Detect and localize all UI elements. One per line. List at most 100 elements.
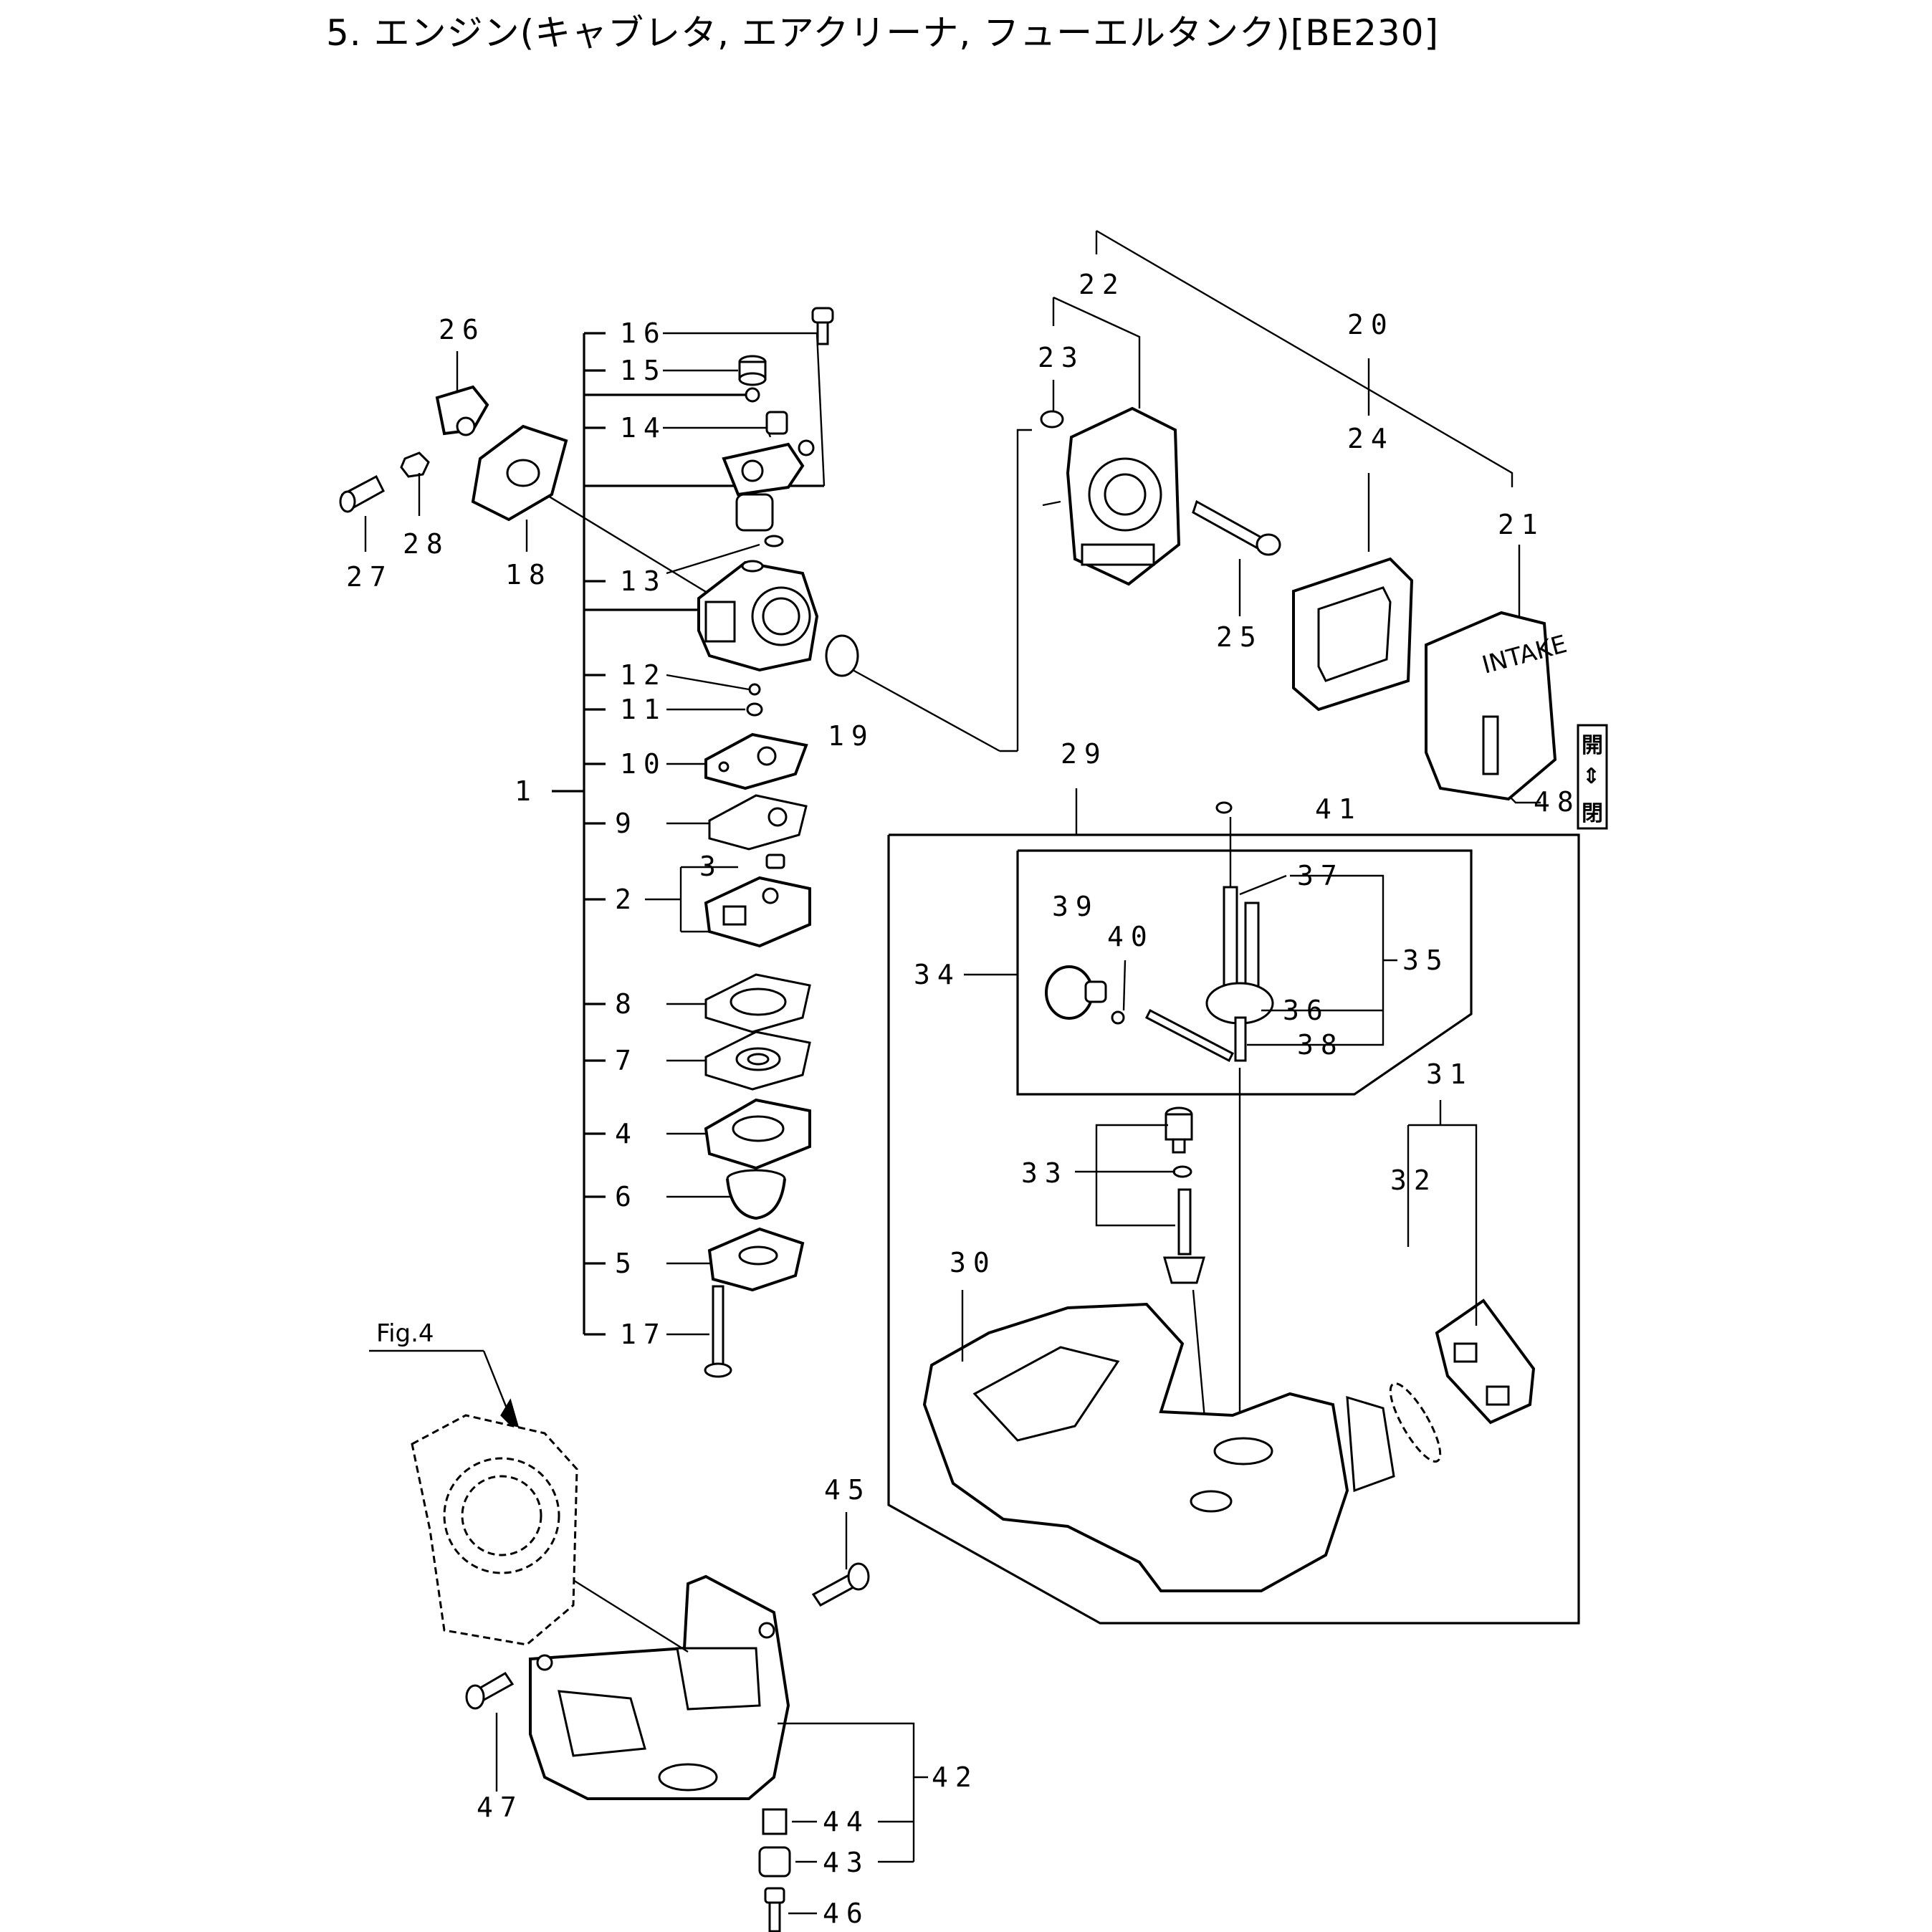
primer-bulb-6-icon	[726, 1169, 786, 1220]
callout-44: 44	[823, 1806, 870, 1837]
fig4-reference	[369, 1349, 521, 1435]
insulator-18-icon	[471, 424, 568, 522]
callout-16: 16	[620, 317, 667, 349]
callout-7: 7	[615, 1045, 639, 1076]
stamp-close: 閉	[1582, 801, 1603, 826]
page-title: 5. エンジン(キャブレタ, エアクリーナ, フューエルタンク)[BE230]	[326, 12, 1440, 54]
fuel-tank-30-icon	[922, 1302, 1395, 1592]
callout-25: 25	[1216, 621, 1263, 653]
callout-45: 45	[824, 1474, 871, 1506]
fuel-tank-frames	[887, 788, 1580, 1625]
mounting-bracket-42-icon	[529, 1574, 790, 1800]
pump-body-2-icon	[704, 853, 811, 948]
bolt-45-icon	[811, 1512, 870, 1607]
callout-32: 32	[1390, 1165, 1438, 1196]
callout-10: 10	[620, 748, 667, 780]
callout-38: 38	[1297, 1029, 1344, 1061]
callout-24: 24	[1347, 423, 1395, 454]
primer-cover-5-icon	[707, 1227, 805, 1292]
fig-ref-label: Fig.4	[376, 1319, 434, 1348]
callout-23: 23	[1038, 342, 1085, 373]
bolt-25-icon	[1192, 499, 1281, 556]
callout-22: 22	[1079, 269, 1126, 300]
nut-28-icon	[400, 451, 430, 478]
callout-42: 42	[932, 1761, 979, 1793]
cap-15-icon	[738, 355, 767, 386]
callout-46: 46	[823, 1898, 870, 1929]
bracket-42-leaders	[778, 1722, 928, 1863]
plate-10-icon	[704, 732, 808, 790]
stamp-open: 開	[1582, 733, 1603, 758]
callout-8: 8	[615, 988, 639, 1020]
callout-27: 27	[346, 561, 393, 593]
callout-29: 29	[1061, 738, 1108, 770]
o-ring-19-icon	[825, 634, 859, 677]
fuel-filter-39-icon	[1045, 965, 1125, 1025]
callout-labels: 1 2 3 4 5 6 7 8 9 10 11 12 13 14 15 16 1…	[346, 269, 1581, 1929]
cover-4-icon	[704, 1098, 811, 1170]
callout-9: 9	[615, 808, 639, 839]
callout-28: 28	[403, 528, 450, 560]
bracket-26-icon	[435, 385, 489, 436]
callout-34: 34	[914, 959, 961, 990]
callout-1: 1	[515, 775, 538, 807]
callout-43: 43	[823, 1847, 870, 1878]
callout-2: 2	[615, 884, 639, 915]
callout-37: 37	[1297, 860, 1344, 891]
callout-47: 47	[477, 1792, 524, 1823]
cap-31-bracket	[961, 1100, 1478, 1362]
choke-stamp: 開 ⇕ 閉	[1577, 724, 1608, 830]
cylinder-ghost-icon	[411, 1414, 578, 1646]
tube-bracket	[1122, 874, 1397, 1046]
callout-4: 4	[615, 1118, 639, 1149]
screw-27-icon	[339, 474, 385, 513]
callout-15: 15	[620, 355, 667, 386]
callout-20: 20	[1347, 309, 1395, 340]
callout-6: 6	[615, 1181, 639, 1213]
bolt-46-icon	[764, 1887, 817, 1932]
callout-14: 14	[620, 412, 667, 444]
callout-36: 36	[1283, 995, 1330, 1026]
fuel-lines-icon	[1144, 801, 1274, 1469]
bolt-17-icon	[704, 1285, 732, 1378]
callout-3: 3	[699, 851, 723, 882]
callout-21: 21	[1498, 509, 1545, 540]
gasket-32-icon	[1389, 1382, 1442, 1463]
carburetor-body-13-icon	[697, 560, 819, 672]
bolt-47-icon	[465, 1671, 515, 1792]
callout-19: 19	[828, 720, 875, 752]
screw-16-icon	[811, 307, 834, 345]
callout-26: 26	[439, 314, 486, 345]
callout-35: 35	[1402, 945, 1450, 976]
callout-13: 13	[620, 565, 667, 597]
callout-5: 5	[615, 1248, 639, 1279]
air-filter-24-icon	[1292, 557, 1414, 712]
callout-11: 11	[620, 694, 667, 725]
gasket-9-icon	[708, 794, 808, 851]
callout-31: 31	[1426, 1058, 1473, 1090]
diaphragm-7-icon	[704, 1030, 811, 1091]
ball-icon	[745, 387, 760, 403]
arrow-updown-icon: ⇕	[1582, 764, 1600, 789]
callout-33: 33	[1021, 1157, 1068, 1189]
callout-12: 12	[620, 659, 667, 691]
callout-17: 17	[620, 1319, 667, 1350]
grommet-43-icon	[758, 1846, 817, 1878]
air-cleaner-leaders	[1052, 229, 1541, 804]
needle-12-icon	[748, 683, 761, 696]
callout-18: 18	[505, 559, 553, 590]
top-left-leaders	[364, 351, 528, 552]
throttle-shaft-14-icon	[722, 411, 815, 547]
callout-41: 41	[1315, 793, 1362, 825]
callout-30: 30	[950, 1247, 997, 1278]
callout-48: 48	[1534, 786, 1581, 818]
collar-44-icon	[762, 1808, 817, 1835]
air-cleaner-cover-21-icon: INTAKE	[1425, 611, 1570, 801]
tank-cap-31-icon	[1435, 1299, 1536, 1425]
damper-23-icon	[1040, 410, 1064, 429]
gasket-8-icon	[704, 973, 811, 1033]
air-cleaner-base-22-icon	[1042, 406, 1181, 586]
cap-33-bracket	[1075, 1124, 1175, 1227]
